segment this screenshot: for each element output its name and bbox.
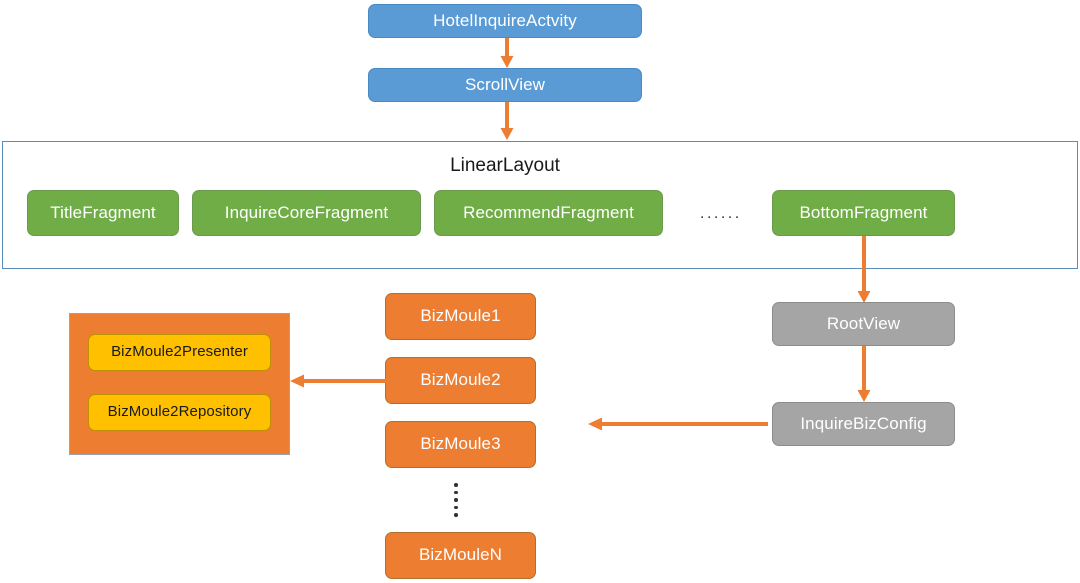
- node-bizmoule2-presenter[interactable]: BizMoule2Presenter: [88, 334, 271, 371]
- node-hotel-inquire-activity[interactable]: HotelInquireActvity: [368, 4, 642, 38]
- node-title-fragment[interactable]: TitleFragment: [27, 190, 179, 236]
- arrow-activity-to-scrollview: [497, 38, 517, 68]
- node-bottom-fragment[interactable]: BottomFragment: [772, 190, 955, 236]
- node-inquire-core-fragment[interactable]: InquireCoreFragment: [192, 190, 421, 236]
- arrow-inquirebizconfig-to-bizmodules: [588, 414, 768, 434]
- node-bizmoule-3[interactable]: BizMoule3: [385, 421, 536, 468]
- node-bizmoule-2[interactable]: BizMoule2: [385, 357, 536, 404]
- node-recommend-fragment[interactable]: RecommendFragment: [434, 190, 663, 236]
- node-bizmoule-n[interactable]: BizMouleN: [385, 532, 536, 579]
- node-bizmoule2-repository[interactable]: BizMoule2Repository: [88, 394, 271, 431]
- arrow-rootview-to-inquirebizconfig: [854, 346, 874, 402]
- arrow-scrollview-to-linearlayout: [497, 102, 517, 140]
- node-bizmoule-1[interactable]: BizMoule1: [385, 293, 536, 340]
- node-inquire-biz-config[interactable]: InquireBizConfig: [772, 402, 955, 446]
- fragment-ellipsis: ......: [700, 205, 742, 222]
- arrow-bizmoule2-to-detail: [290, 371, 386, 391]
- node-scrollview[interactable]: ScrollView: [368, 68, 642, 102]
- arrow-bottomfragment-to-rootview: [854, 236, 874, 303]
- node-rootview[interactable]: RootView: [772, 302, 955, 346]
- bizmoule-vertical-ellipsis: [454, 483, 458, 517]
- label-linearlayout: LinearLayout: [450, 155, 560, 176]
